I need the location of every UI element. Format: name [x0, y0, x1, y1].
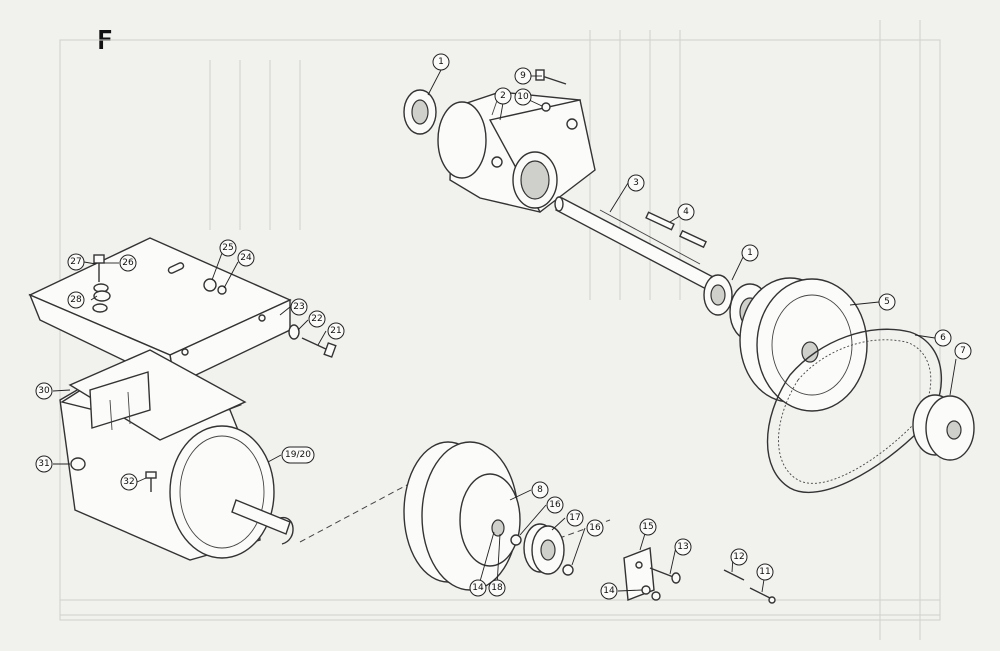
- keys-4: [645, 211, 707, 249]
- callout-14-left: 14: [469, 579, 487, 597]
- svg-text:21: 21: [330, 326, 341, 336]
- motor-pulley-8: [403, 441, 521, 591]
- callout-30: 30: [35, 382, 53, 400]
- callout-8: 8: [531, 481, 549, 499]
- callout-12: 12: [730, 548, 748, 566]
- svg-text:16: 16: [549, 500, 561, 510]
- svg-text:1: 1: [747, 248, 753, 258]
- svg-text:11: 11: [759, 567, 770, 577]
- callout-5: 5: [878, 293, 896, 311]
- callout-23: 23: [290, 298, 308, 316]
- bearing-17: [523, 523, 565, 575]
- svg-text:12: 12: [733, 552, 744, 562]
- svg-text:14: 14: [472, 583, 484, 593]
- callout-6: 6: [934, 329, 952, 347]
- callout-4: 4: [677, 203, 695, 221]
- bolt-9: [535, 69, 567, 85]
- bearing-housing: [403, 89, 596, 214]
- page-letter: F: [97, 26, 113, 56]
- callout-2: 2: [494, 87, 512, 105]
- callout-16-lower: 16: [586, 519, 604, 537]
- screw-11: [749, 587, 776, 604]
- bolt-26: [93, 254, 111, 302]
- washer-16b: [562, 564, 574, 576]
- svg-text:10: 10: [517, 92, 529, 102]
- svg-text:19/20: 19/20: [285, 450, 311, 460]
- nut-25: [203, 278, 217, 292]
- svg-text:30: 30: [38, 386, 50, 396]
- callout-15: 15: [639, 518, 657, 536]
- svg-text:27: 27: [70, 257, 81, 267]
- background-bleed: [59, 20, 941, 640]
- sleeve-12: [723, 569, 745, 581]
- callout-1-lower: 1: [741, 244, 759, 262]
- svg-text:24: 24: [240, 253, 252, 263]
- callout-24: 24: [237, 249, 255, 267]
- callout-10: 10: [514, 88, 532, 106]
- svg-text:14: 14: [603, 586, 615, 596]
- washer-16a: [510, 534, 522, 546]
- callout-1-top: 1: [432, 53, 450, 71]
- svg-text:6: 6: [940, 333, 946, 343]
- callout-26: 26: [119, 254, 137, 272]
- large-pulley-5: [739, 277, 868, 412]
- washer-10: [541, 102, 551, 112]
- svg-text:1: 1: [438, 57, 444, 67]
- callout-27: 27: [67, 253, 85, 271]
- svg-text:17: 17: [569, 513, 580, 523]
- svg-text:5: 5: [884, 297, 890, 307]
- screw-13: [649, 567, 681, 584]
- callout-31: 31: [35, 455, 53, 473]
- callout-32: 32: [120, 473, 138, 491]
- svg-text:32: 32: [123, 477, 134, 487]
- callout-9: 9: [514, 67, 532, 85]
- svg-text:8: 8: [537, 485, 543, 495]
- callout-17: 17: [566, 509, 584, 527]
- callout-22: 22: [308, 310, 326, 328]
- callout-7: 7: [954, 342, 972, 360]
- callout-13: 13: [674, 538, 692, 556]
- svg-text:3: 3: [633, 178, 639, 188]
- callout-3: 3: [627, 174, 645, 192]
- svg-text:23: 23: [293, 302, 304, 312]
- svg-text:7: 7: [960, 346, 966, 356]
- bolt-21: [288, 324, 337, 358]
- svg-text:31: 31: [38, 459, 49, 469]
- svg-text:15: 15: [642, 522, 653, 532]
- svg-text:26: 26: [122, 258, 134, 268]
- svg-text:2: 2: [500, 91, 506, 101]
- motor-axis-line: [299, 477, 421, 543]
- small-pulley-7: [912, 394, 975, 461]
- callout-21: 21: [327, 322, 345, 340]
- callout-11: 11: [756, 563, 774, 581]
- motor-19-20: [59, 349, 294, 561]
- svg-text:25: 25: [222, 243, 233, 253]
- callout-28: 28: [67, 291, 85, 309]
- nut-31: [70, 457, 86, 471]
- callout-14-right: 14: [600, 582, 618, 600]
- leader-lines: [52, 69, 957, 593]
- bolt-32: [145, 471, 157, 492]
- callout-19-20: 19/20: [281, 446, 315, 464]
- svg-text:18: 18: [491, 583, 503, 593]
- svg-text:4: 4: [683, 207, 689, 217]
- callout-25: 25: [219, 239, 237, 257]
- callout-18: 18: [488, 579, 506, 597]
- svg-text:28: 28: [70, 295, 82, 305]
- svg-text:16: 16: [589, 523, 601, 533]
- svg-text:22: 22: [311, 314, 322, 324]
- svg-text:13: 13: [677, 542, 688, 552]
- callout-16-upper: 16: [546, 496, 564, 514]
- svg-text:9: 9: [520, 71, 526, 81]
